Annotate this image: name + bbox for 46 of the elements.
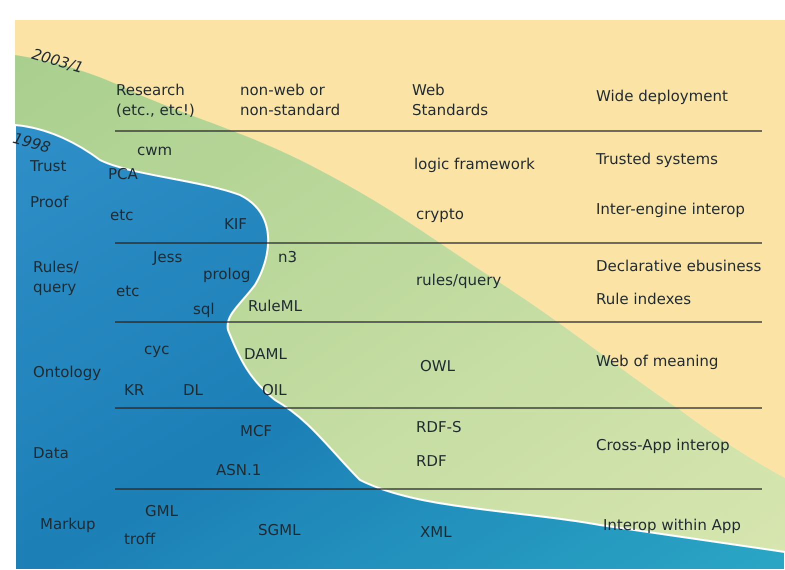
column-heading: non-web or non-standard <box>240 80 342 120</box>
technology-label: RuleML <box>248 296 302 316</box>
layer-label: Data <box>33 443 69 463</box>
application-label: Interop within App <box>603 515 741 535</box>
technology-label: RDF-S <box>416 417 462 437</box>
application-label: Web of meaning <box>596 351 718 371</box>
technology-label: KIF <box>224 214 247 234</box>
technology-label: SGML <box>258 520 300 540</box>
layer-label: Ontology <box>33 362 102 382</box>
application-label: Declarative ebusiness <box>596 256 762 276</box>
technology-label: OWL <box>420 356 455 376</box>
technology-label: crypto <box>416 204 464 224</box>
layer-label: Rules/ query <box>33 257 80 297</box>
technology-label: ASN.1 <box>216 460 262 480</box>
application-label: Trusted systems <box>596 149 718 169</box>
technology-label: Jess <box>153 247 182 267</box>
technology-label: DL <box>183 380 203 400</box>
technology-label: cyc <box>144 339 170 359</box>
technology-label: cwm <box>137 140 172 160</box>
technology-label: prolog <box>203 264 250 284</box>
layer-label: Trust <box>30 156 66 176</box>
column-heading: Wide deployment <box>596 86 728 106</box>
technology-label: OIL <box>262 380 287 400</box>
technology-label: etc <box>116 281 140 301</box>
layer-label: Markup <box>40 514 96 534</box>
technology-label: sql <box>193 299 215 319</box>
technology-label: logic framework <box>414 154 535 174</box>
column-heading: Web Standards <box>412 80 490 120</box>
technology-label: XML <box>420 522 452 542</box>
technology-label: GML <box>145 501 178 521</box>
technology-label: n3 <box>278 247 298 267</box>
application-label: Cross-App interop <box>596 435 730 455</box>
year-label: 1998 <box>10 128 53 158</box>
technology-label: troff <box>124 529 156 549</box>
technology-label: etc <box>110 205 134 225</box>
technology-label: KR <box>124 380 144 400</box>
application-label: Inter-engine interop <box>596 199 745 219</box>
technology-label: RDF <box>416 451 447 471</box>
application-label: Rule indexes <box>596 289 692 309</box>
technology-label: MCF <box>240 421 272 441</box>
technology-label: DAML <box>244 344 287 364</box>
year-label: 2003/1 <box>29 44 86 78</box>
layer-label: Proof <box>30 192 68 212</box>
technology-label: PCA <box>108 164 138 184</box>
column-heading: Research (etc., etc!) <box>116 80 196 120</box>
technology-label: rules/query <box>416 270 502 290</box>
